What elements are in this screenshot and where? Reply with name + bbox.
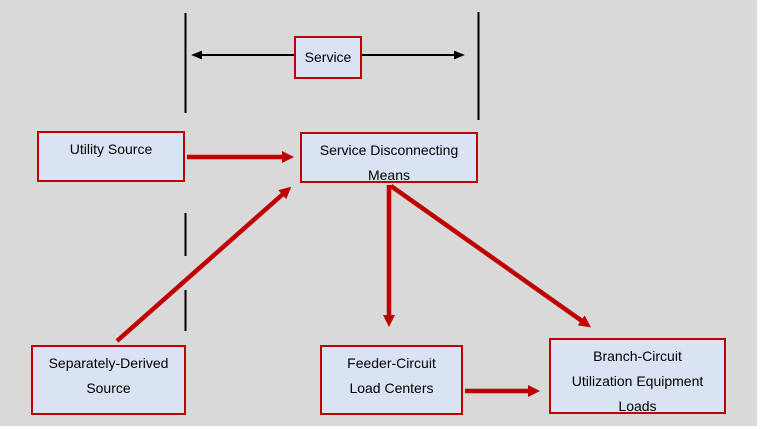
node-service-disconnecting-means: Service Disconnecting Means	[300, 132, 478, 183]
branch-circuit-loads-text: Branch-Circuit Utilization Equipment Loa…	[571, 348, 704, 414]
utility-source-text: Utility Source	[69, 141, 153, 157]
arrow-sdm-to-branch	[389, 184, 591, 328]
service-label-text: Service	[304, 49, 352, 65]
arrow-sds-to-sdm	[115, 186, 292, 343]
separately-derived-source-text: Separately-Derived Source	[48, 355, 169, 396]
service-disconnecting-means-text: Service Disconnecting Means	[319, 142, 459, 183]
node-feeder-circuit-load-centers: Feeder-Circuit Load Centers	[320, 345, 463, 415]
node-utility-source: Utility Source	[37, 131, 185, 182]
node-service-label: Service	[294, 36, 362, 79]
feeder-circuit-load-centers-text: Feeder-Circuit Load Centers	[347, 355, 436, 396]
node-separately-derived-source: Separately-Derived Source	[31, 345, 186, 415]
node-branch-circuit-loads: Branch-Circuit Utilization Equipment Loa…	[549, 338, 726, 414]
